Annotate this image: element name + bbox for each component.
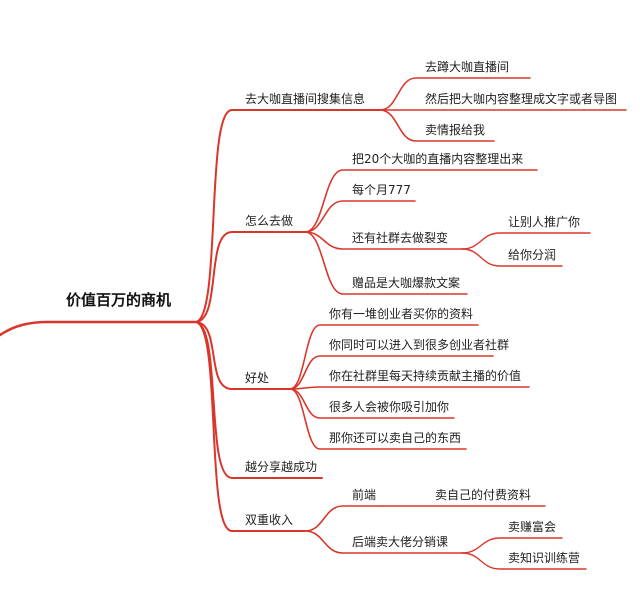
node-b3-4[interactable]: 很多人会被你吸引加你 xyxy=(329,400,450,414)
node-b5-2-2[interactable]: 卖知识训练营 xyxy=(508,551,581,565)
node-b5[interactable]: 双重收入 xyxy=(245,513,294,527)
node-b5-1-1[interactable]: 卖自己的付费资料 xyxy=(435,488,532,502)
edge-b5-1 xyxy=(304,505,383,532)
root-stem xyxy=(0,320,50,337)
node-b1-2[interactable]: 然后把大咖内容整理成文字或者导图 xyxy=(425,92,618,106)
edge-b2-3 xyxy=(304,231,463,250)
edge-root-b1 xyxy=(194,109,381,323)
node-b2-3-1[interactable]: 让别人推广你 xyxy=(508,215,581,229)
edge-root-b2 xyxy=(194,231,306,323)
edge-b3-3 xyxy=(289,386,530,390)
edge-b3-5 xyxy=(289,388,467,450)
node-b3-1[interactable]: 你有一堆创业者买你的资料 xyxy=(329,307,474,321)
node-b2-3[interactable]: 还有社群去做裂变 xyxy=(352,231,449,245)
edge-b2-1 xyxy=(304,169,538,233)
edge-b2-3-2 xyxy=(461,248,563,267)
node-b5-2-1[interactable]: 卖赚富会 xyxy=(508,520,557,534)
node-b3[interactable]: 好处 xyxy=(245,371,270,385)
edge-b5-2-1 xyxy=(461,537,563,554)
node-b3-2[interactable]: 你同时可以进入到很多创业者社群 xyxy=(329,338,510,352)
edge-b1-3 xyxy=(379,109,495,142)
node-b2[interactable]: 怎么去做 xyxy=(245,214,294,228)
node-b2-2[interactable]: 每个月777 xyxy=(352,183,411,197)
edge-b2-3-1 xyxy=(461,232,591,250)
edge-b1-1 xyxy=(379,77,531,111)
edge-b3-1 xyxy=(289,324,479,390)
root-node[interactable]: 价值百万的商机 xyxy=(66,291,172,309)
node-b5-1[interactable]: 前端 xyxy=(352,488,377,502)
node-b1-3[interactable]: 卖情报给我 xyxy=(425,123,486,137)
edge-root-b3 xyxy=(194,321,291,390)
node-b3-5[interactable]: 那你还可以卖自己的东西 xyxy=(329,431,462,445)
node-b1[interactable]: 去大咖直播间搜集信息 xyxy=(245,92,366,106)
edge-b5-2-2 xyxy=(461,552,587,570)
node-b2-4[interactable]: 赠品是大咖爆款文案 xyxy=(352,276,461,290)
edge-b2-4 xyxy=(304,231,468,295)
edge-b2-2 xyxy=(304,200,416,233)
node-b1-1[interactable]: 去蹲大咖直播间 xyxy=(425,60,510,74)
node-b4[interactable]: 越分享越成功 xyxy=(245,460,318,474)
edge-root-b5 xyxy=(194,321,306,532)
node-b2-3-2[interactable]: 给你分润 xyxy=(508,248,557,262)
node-b2-1[interactable]: 把20个大咖的直播内容整理出来 xyxy=(352,152,524,166)
edge-b5-2 xyxy=(304,530,463,554)
node-b5-2[interactable]: 后端卖大佬分销课 xyxy=(352,535,449,549)
edge-root-b4 xyxy=(194,321,323,479)
node-b3-3[interactable]: 你在社群里每天持续贡献主播的价值 xyxy=(329,369,522,383)
edge-b3-2 xyxy=(289,355,494,390)
